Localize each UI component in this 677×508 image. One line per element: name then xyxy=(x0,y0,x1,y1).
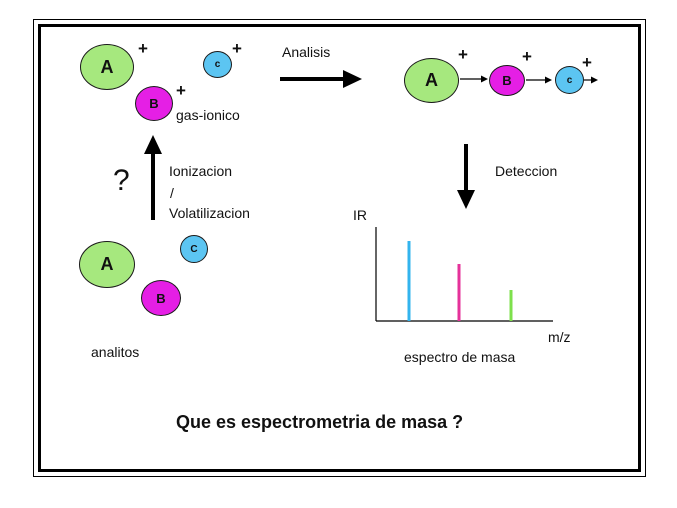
charge-sign: + xyxy=(522,47,532,66)
ionizacion-label: Ionizacion xyxy=(169,163,233,179)
spectrum-y-label: IR xyxy=(353,207,367,223)
ion-b-gas: B xyxy=(135,86,173,121)
ion-c-gas: c xyxy=(203,51,232,78)
ion-a-analyte: A xyxy=(79,241,135,288)
page-title: Que es espectrometria de masa ? xyxy=(176,412,464,432)
flight-arrow xyxy=(526,76,552,84)
spectrum-x-label: m/z xyxy=(548,329,571,345)
charge-sign: + xyxy=(176,81,186,100)
volatilizacion-label: Volatilizacion xyxy=(169,205,250,221)
spectrum-caption: espectro de masa xyxy=(404,349,516,365)
charge-sign: + xyxy=(232,39,242,58)
ion-c-analyte: C xyxy=(180,235,208,263)
analisis-arrow xyxy=(280,70,362,88)
analisis-label: Analisis xyxy=(282,44,331,60)
charge-sign: + xyxy=(138,39,148,58)
slash-label: / xyxy=(170,185,174,201)
ionizacion-arrow xyxy=(144,135,162,220)
charge-sign: + xyxy=(458,45,468,64)
outer-border xyxy=(33,19,646,477)
flight-arrow xyxy=(584,76,598,84)
ion-a-separated: A xyxy=(404,58,459,103)
ion-c-separated: c xyxy=(555,66,584,94)
diagram-frame xyxy=(38,24,641,472)
ion-a-gas: A xyxy=(80,44,134,90)
gas-ionico-label: gas-ionico xyxy=(176,107,240,123)
deteccion-label: Deteccion xyxy=(495,163,558,179)
ion-b-analyte: B xyxy=(141,280,181,316)
analitos-label: analitos xyxy=(91,344,140,360)
ion-b-separated: B xyxy=(489,65,525,96)
question-mark: ? xyxy=(113,164,130,197)
flight-arrow xyxy=(460,75,488,83)
charge-sign: + xyxy=(582,53,592,72)
deteccion-arrow xyxy=(457,144,475,209)
